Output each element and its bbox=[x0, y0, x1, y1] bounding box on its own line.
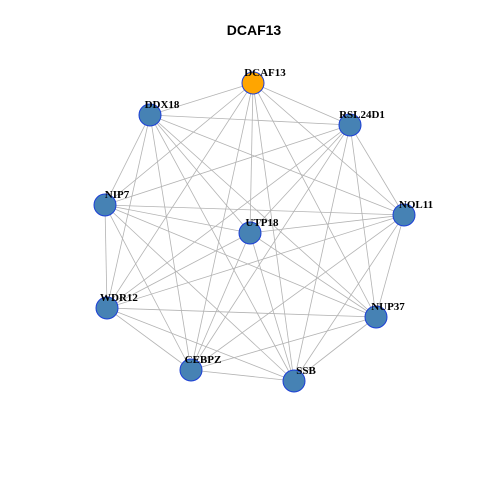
node-nip7[interactable]: NIP7 bbox=[93, 189, 130, 217]
node-circle[interactable] bbox=[282, 369, 306, 393]
node-label: NIP7 bbox=[105, 189, 130, 201]
node-circle[interactable] bbox=[241, 71, 265, 95]
edge-dcaf13-nup37 bbox=[252, 82, 377, 318]
node-label: DDX18 bbox=[145, 99, 180, 111]
node-label: NUP37 bbox=[371, 301, 405, 313]
node-ddx18[interactable]: DDX18 bbox=[138, 99, 180, 127]
node-circle[interactable] bbox=[238, 221, 262, 245]
edge-wdr12-cebpz bbox=[106, 307, 192, 371]
edge-utp18-nol11 bbox=[249, 214, 405, 234]
node-label: WDR12 bbox=[100, 292, 138, 304]
edge-rsl24d1-wdr12 bbox=[106, 124, 351, 309]
edge-dcaf13-cebpz bbox=[190, 82, 254, 371]
edge-wdr12-nup37 bbox=[106, 307, 377, 318]
edge-dcaf13-wdr12 bbox=[106, 82, 254, 309]
edge-nip7-ssb bbox=[104, 204, 295, 382]
edge-nol11-cebpz bbox=[190, 214, 405, 371]
edge-ddx18-nol11 bbox=[149, 114, 405, 216]
node-label: SSB bbox=[296, 365, 316, 377]
edge-nup37-cebpz bbox=[190, 316, 377, 371]
node-dcaf13[interactable]: DCAF13 bbox=[241, 67, 286, 95]
edge-dcaf13-ddx18 bbox=[149, 82, 254, 116]
node-circle[interactable] bbox=[392, 203, 416, 227]
edge-layer bbox=[104, 82, 405, 382]
edge-dcaf13-ssb bbox=[252, 82, 295, 382]
edge-dcaf13-nip7 bbox=[104, 82, 254, 206]
edge-nol11-ssb bbox=[293, 214, 405, 382]
edge-dcaf13-utp18 bbox=[249, 82, 254, 234]
node-label: RSL24D1 bbox=[339, 109, 385, 121]
edge-nol11-nup37 bbox=[375, 214, 405, 318]
edge-utp18-nup37 bbox=[249, 232, 377, 318]
node-wdr12[interactable]: WDR12 bbox=[95, 292, 138, 320]
edge-nol11-wdr12 bbox=[106, 214, 405, 309]
edge-cebpz-ssb bbox=[190, 369, 295, 382]
node-circle[interactable] bbox=[338, 113, 362, 137]
node-circle[interactable] bbox=[138, 103, 162, 127]
node-nup37[interactable]: NUP37 bbox=[364, 301, 405, 329]
edge-rsl24d1-nup37 bbox=[349, 124, 377, 318]
edge-nip7-utp18 bbox=[104, 204, 251, 234]
edge-nip7-wdr12 bbox=[104, 204, 108, 309]
edge-dcaf13-nol11 bbox=[252, 82, 405, 216]
edge-utp18-ssb bbox=[249, 232, 295, 382]
node-nol11[interactable]: NOL11 bbox=[392, 199, 433, 227]
edge-rsl24d1-nip7 bbox=[104, 124, 351, 206]
edge-wdr12-ssb bbox=[106, 307, 295, 382]
node-utp18[interactable]: UTP18 bbox=[238, 217, 280, 245]
edge-rsl24d1-cebpz bbox=[190, 124, 351, 371]
node-label: NOL11 bbox=[399, 199, 433, 211]
edge-ddx18-nip7 bbox=[104, 114, 151, 206]
node-ssb[interactable]: SSB bbox=[282, 365, 316, 393]
edge-nip7-cebpz bbox=[104, 204, 192, 371]
graph-title: DCAF13 bbox=[227, 22, 282, 38]
node-rsl24d1[interactable]: RSL24D1 bbox=[338, 109, 385, 137]
node-circle[interactable] bbox=[95, 296, 119, 320]
edge-rsl24d1-ssb bbox=[293, 124, 351, 382]
edge-rsl24d1-utp18 bbox=[249, 124, 351, 234]
node-label: UTP18 bbox=[246, 217, 280, 229]
edge-utp18-cebpz bbox=[190, 232, 251, 371]
edge-nip7-nup37 bbox=[104, 204, 377, 318]
edge-rsl24d1-nol11 bbox=[349, 124, 405, 216]
node-circle[interactable] bbox=[93, 193, 117, 217]
edge-dcaf13-rsl24d1 bbox=[252, 82, 351, 126]
node-label: DCAF13 bbox=[244, 67, 286, 79]
edge-nup37-ssb bbox=[293, 316, 377, 382]
node-circle[interactable] bbox=[179, 358, 203, 382]
edge-ddx18-wdr12 bbox=[106, 114, 151, 309]
node-circle[interactable] bbox=[364, 305, 388, 329]
edge-ddx18-nup37 bbox=[149, 114, 377, 318]
edge-ddx18-rsl24d1 bbox=[149, 114, 351, 126]
edge-ddx18-cebpz bbox=[149, 114, 192, 371]
edge-utp18-wdr12 bbox=[106, 232, 251, 309]
edge-nip7-nol11 bbox=[104, 204, 405, 216]
node-cebpz[interactable]: CEBPZ bbox=[179, 354, 222, 382]
node-label: CEBPZ bbox=[185, 354, 222, 366]
